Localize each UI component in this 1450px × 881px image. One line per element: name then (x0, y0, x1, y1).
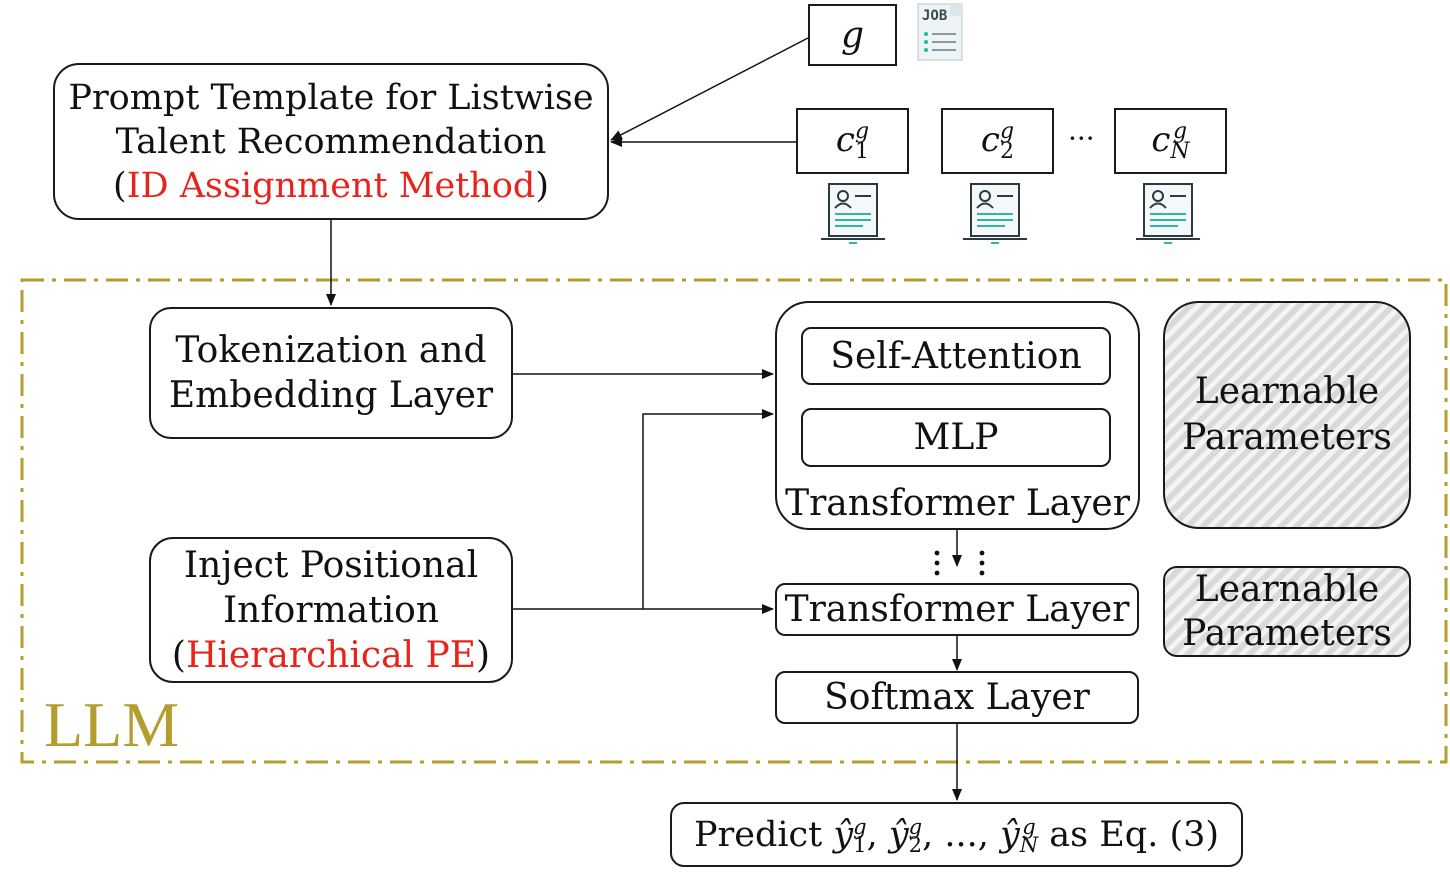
positional-information-box: Inject Positional Information (Hierarchi… (149, 537, 513, 683)
candidate-2-base: c (980, 120, 1000, 160)
job-symbol: g (840, 14, 865, 56)
positional-open-paren: ( (171, 634, 186, 676)
softmax-label: Softmax Layer (824, 677, 1090, 718)
learnable-parameters-box-1: Learnable Parameters (1163, 301, 1411, 529)
prompt-line2: Talent Recommendation (115, 121, 547, 162)
mlp-box: MLP (801, 408, 1111, 467)
candidate-n-sub: N (1170, 139, 1190, 164)
arrow-job-to-prompt (610, 37, 809, 141)
prompt-line1: Prompt Template for Listwise (68, 77, 594, 118)
mlp-label: MLP (913, 417, 999, 458)
transformer-layer-box: Transformer Layer (775, 583, 1139, 636)
arrow-positional-to-transformer1 (642, 409, 774, 609)
self-attention-label: Self-Attention (830, 335, 1082, 377)
self-attention-box: Self-Attention (801, 327, 1111, 385)
hierarchical-pe: Hierarchical PE (185, 634, 477, 676)
prompt-template-box: Prompt Template for Listwise Talent Reco… (53, 63, 609, 220)
learnable-2-line2: Parameters (1182, 612, 1392, 654)
tokenization-line1: Tokenization and (175, 330, 487, 371)
learnable-1-line2: Parameters (1182, 417, 1392, 458)
job-document-icon (917, 3, 963, 61)
llm-frame (20, 278, 1448, 764)
softmax-layer-box: Softmax Layer (775, 671, 1139, 724)
resume-icon-2 (963, 183, 1027, 244)
candidate-n-sup: g (1172, 119, 1188, 144)
positional-line1: Inject Positional (183, 544, 479, 586)
candidate-1-base: c (835, 120, 855, 160)
candidate-2-sub: 2 (1000, 139, 1015, 164)
predict-suffix: as Eq. (3) (1038, 814, 1220, 855)
resume-icon-3 (1136, 183, 1200, 244)
job-node: g (808, 4, 897, 66)
learnable-2-line1: Learnable (1194, 568, 1380, 610)
candidate-2-sup: g (999, 119, 1015, 144)
candidate-n-base: c (1151, 120, 1171, 160)
transformer-layer-2-label: Transformer Layer (784, 589, 1130, 630)
prompt-close-paren: ) (535, 165, 549, 206)
candidate-1-sup: g (854, 119, 870, 144)
job-icon-label: JOB (922, 8, 948, 24)
positional-line2: Information (222, 589, 440, 631)
tokenization-embedding-box: Tokenization and Embedding Layer (149, 307, 513, 439)
candidate-ellipsis: ··· (1068, 122, 1095, 155)
tokenization-line2: Embedding Layer (168, 375, 494, 416)
prompt-open-paren: ( (113, 165, 127, 206)
predict-dots: ... (944, 814, 978, 855)
candidate-1-sub: 1 (855, 139, 870, 164)
learnable-1-line1: Learnable (1194, 371, 1380, 412)
resume-icon-1 (821, 183, 885, 244)
transformer-block-label: Transformer Layer (785, 483, 1130, 524)
positional-close-paren: ) (476, 634, 491, 676)
id-assignment-method: ID Assignment Method (126, 165, 536, 206)
learnable-parameters-box-2: Learnable Parameters (1163, 566, 1411, 657)
llm-label: LLM (44, 689, 180, 760)
predict-prefix: Predict (693, 814, 834, 855)
